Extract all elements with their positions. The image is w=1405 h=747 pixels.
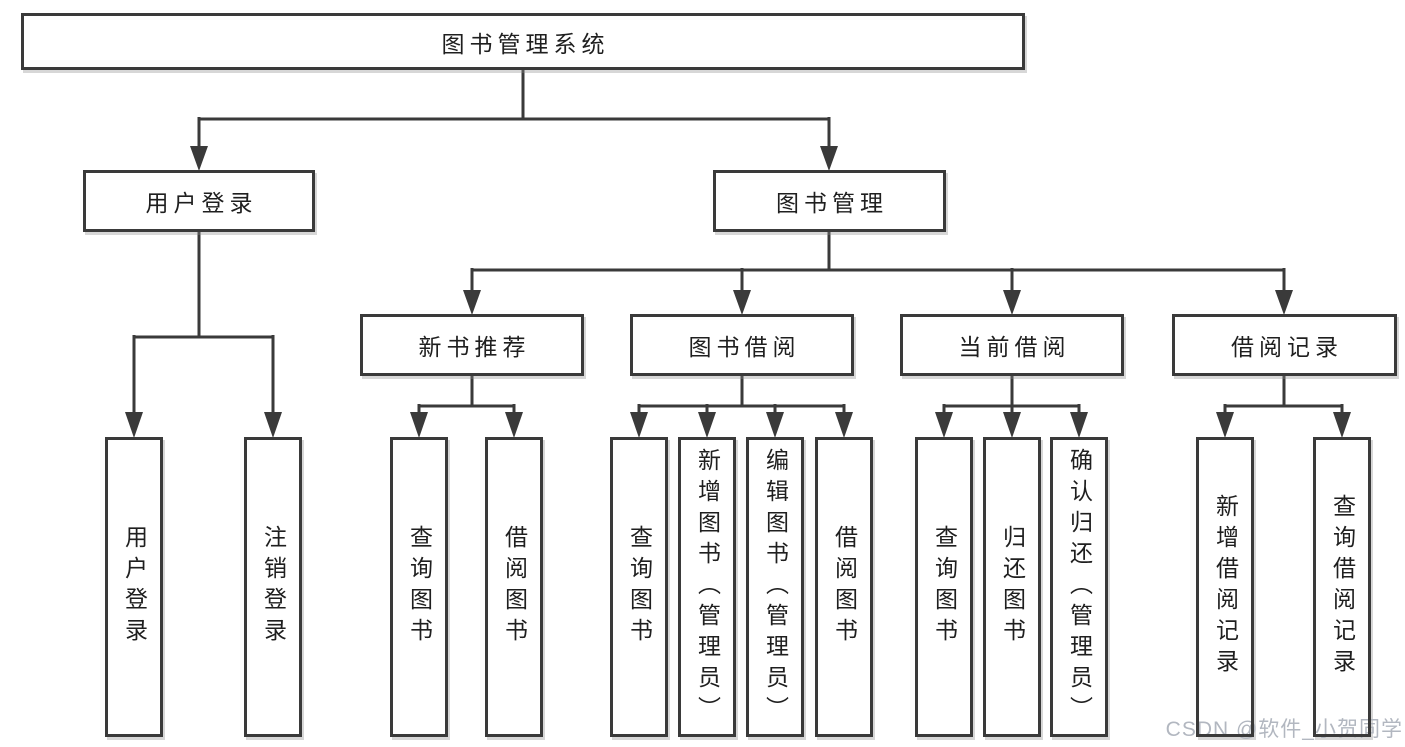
node-leaf-add-books-admin: 新增图书（管理员） (678, 437, 736, 737)
node-root-system: 图书管理系统 (21, 13, 1025, 70)
connector-new-books-to-leaves (410, 376, 523, 438)
node-current-borrowing: 当前借阅 (900, 314, 1124, 376)
connector-current-borrow-to-leaves (935, 376, 1088, 438)
node-book-management: 图书管理 (713, 170, 946, 232)
node-leaf-add-borrow-record: 新增借阅记录 (1196, 437, 1254, 737)
node-leaf-query-books-borrow: 查询图书 (610, 437, 668, 737)
connector-book-borrow-to-leaves (630, 376, 853, 438)
node-leaf-user-login: 用户登录 (105, 437, 163, 737)
node-book-borrowing: 图书借阅 (630, 314, 854, 376)
connector-book-mgmt-to-level3 (463, 232, 1293, 315)
node-leaf-query-books-current: 查询图书 (915, 437, 973, 737)
node-borrowing-records: 借阅记录 (1172, 314, 1397, 376)
node-leaf-return-books: 归还图书 (983, 437, 1041, 737)
node-leaf-edit-books-admin: 编辑图书（管理员） (746, 437, 804, 737)
connector-user-login-to-leaves (125, 232, 282, 438)
node-leaf-borrow-books-recommend: 借阅图书 (485, 437, 543, 737)
csdn-watermark: CSDN @软件_小贺同学 (1165, 718, 1403, 741)
connector-borrow-records-to-leaves (1216, 376, 1351, 438)
node-new-book-recommend: 新书推荐 (360, 314, 584, 376)
node-leaf-confirm-return-admin: 确认归还（管理员） (1050, 437, 1108, 737)
node-leaf-query-borrow-record: 查询借阅记录 (1313, 437, 1371, 737)
node-user-login: 用户登录 (83, 170, 315, 232)
node-leaf-logout: 注销登录 (244, 437, 302, 737)
node-leaf-borrow-books: 借阅图书 (815, 437, 873, 737)
connector-root-to-level2 (190, 70, 838, 171)
node-leaf-query-books-recommend: 查询图书 (390, 437, 448, 737)
